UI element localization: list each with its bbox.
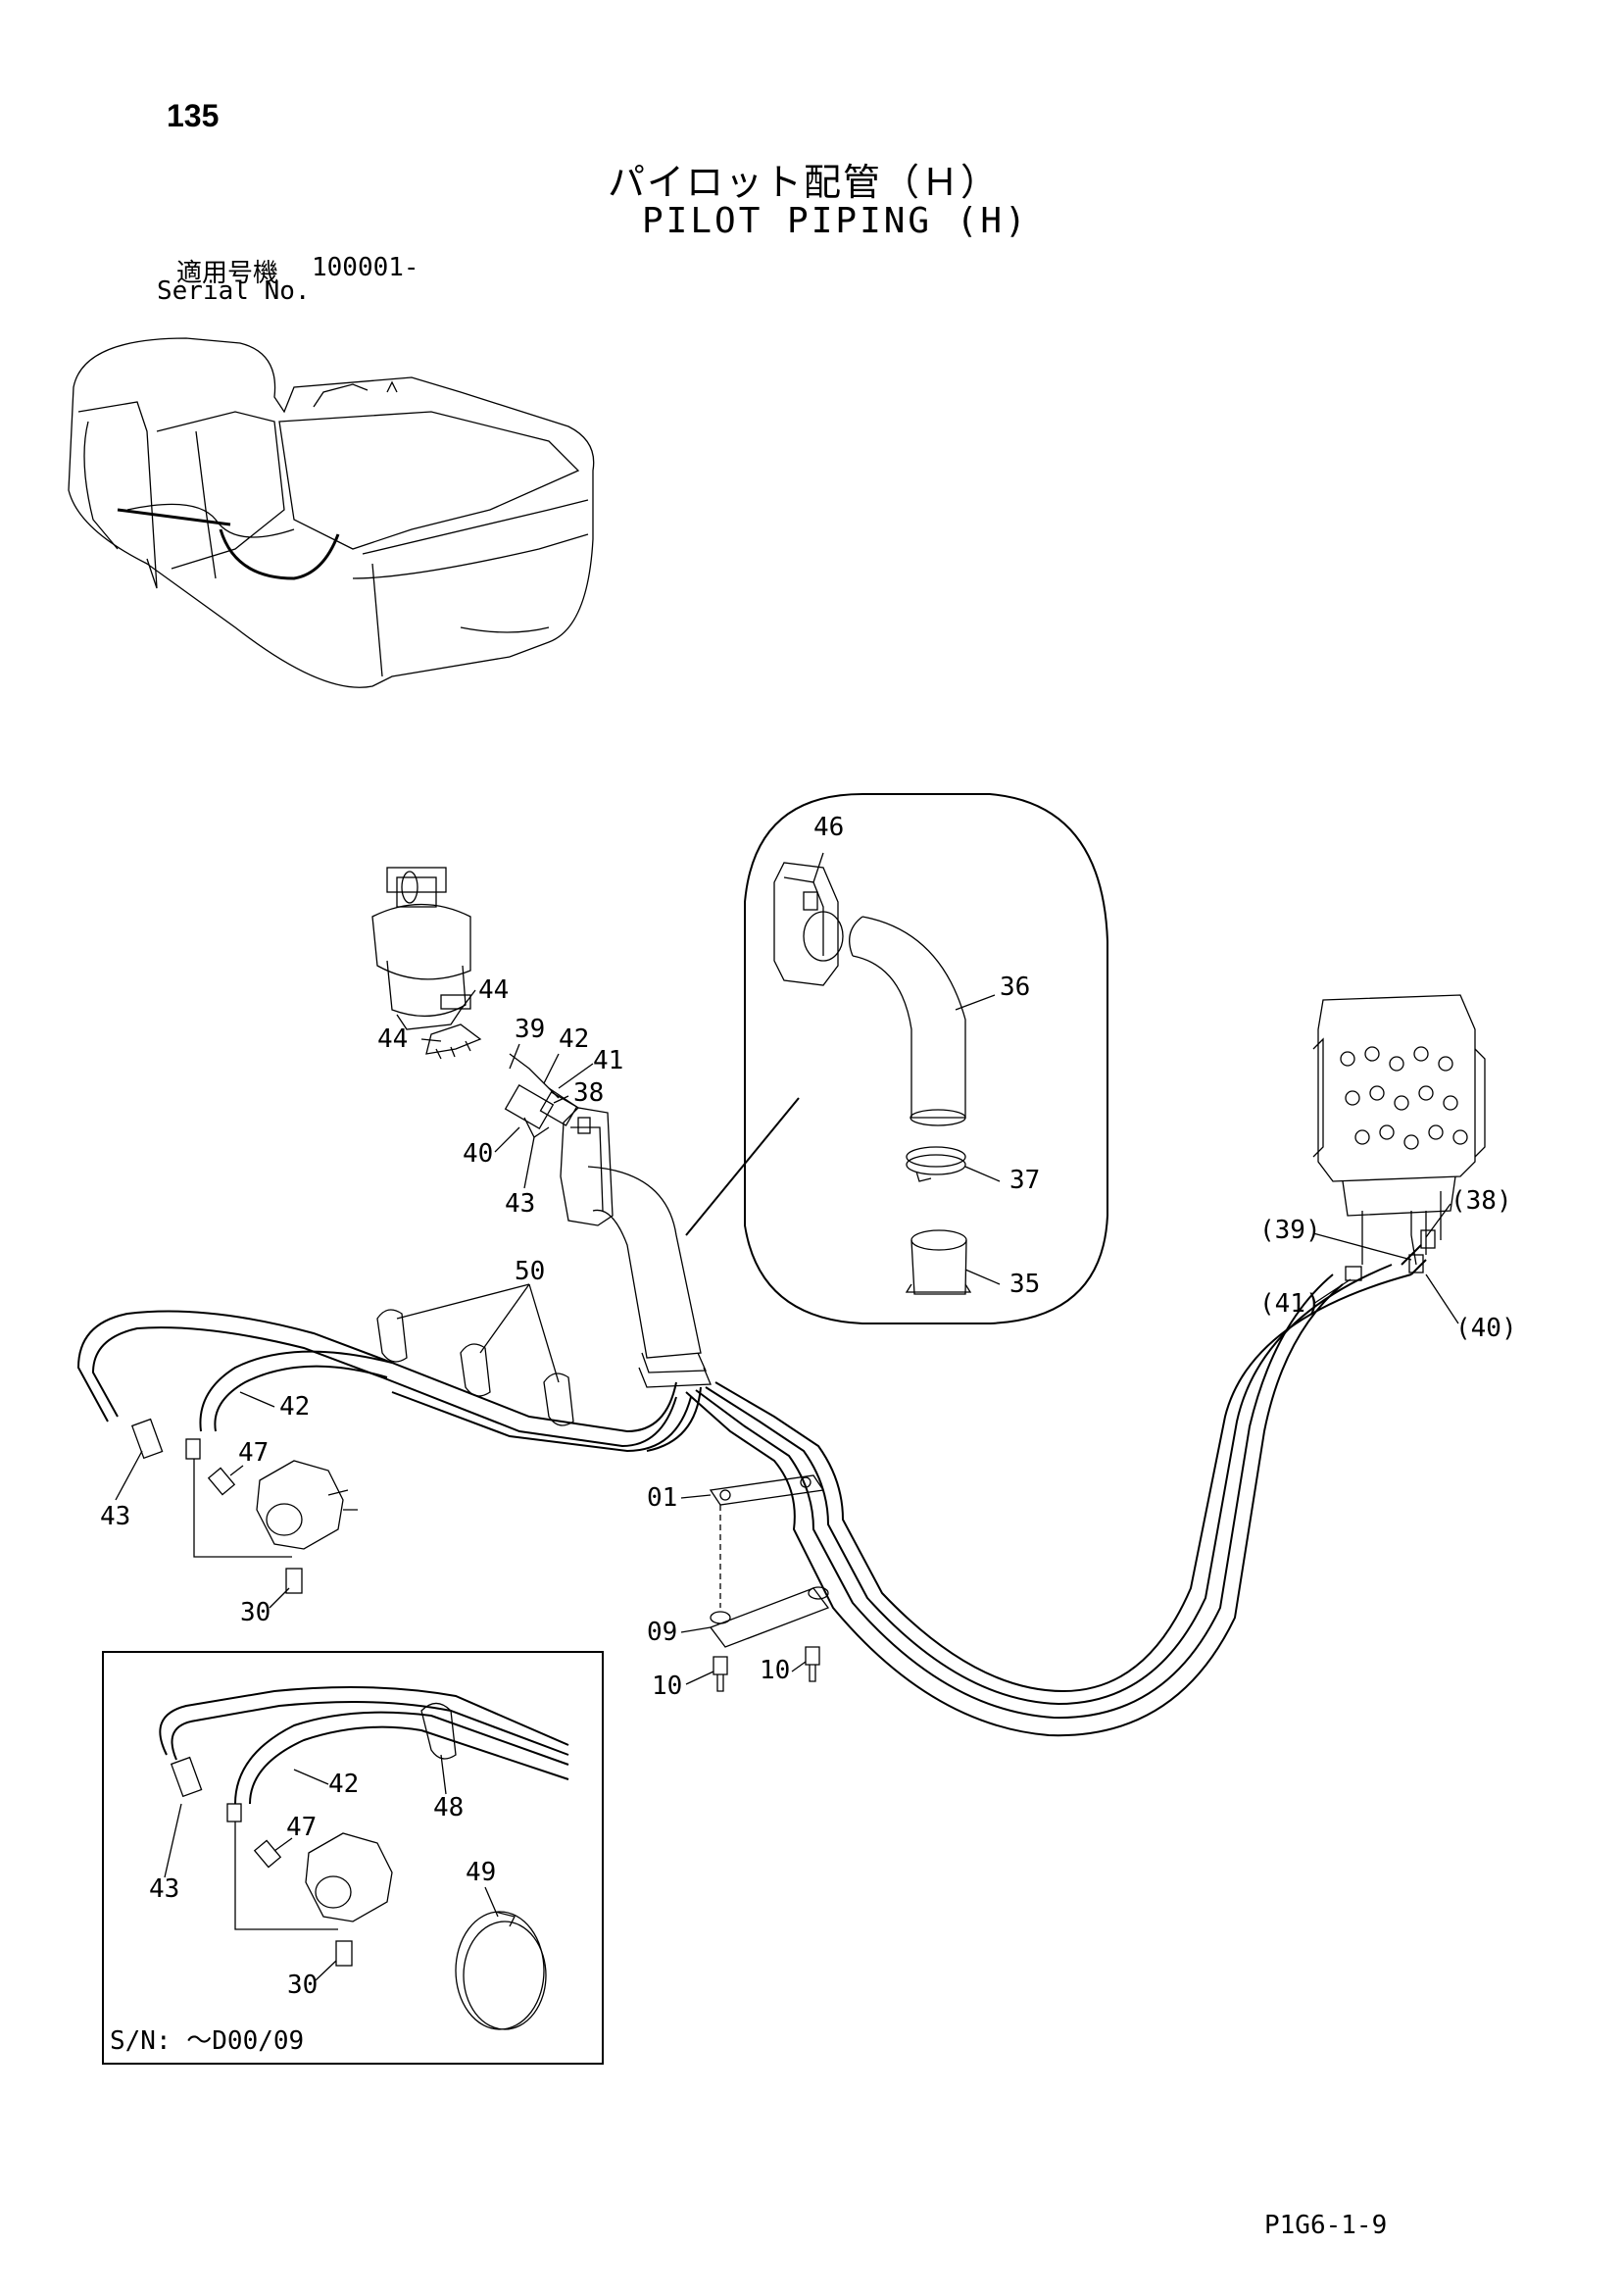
leader-lines (115, 989, 1459, 1981)
callout-46: 46 (813, 813, 844, 842)
inset-callout-49: 49 (466, 1858, 496, 1887)
main-hose-bend (560, 1107, 712, 1388)
callout-01: 01 (647, 1483, 677, 1513)
callout-42-top: 42 (559, 1024, 589, 1054)
drawing-code: P1G6-1-9 (1264, 2211, 1388, 2240)
serial-label-english: Serial No. (157, 276, 311, 306)
callout-44-left: 44 (377, 1024, 408, 1054)
callout-40: 40 (463, 1139, 493, 1169)
inset-serial-range: S/N: ～D00/09 (110, 2026, 304, 2056)
callout-10-right: 10 (760, 1656, 790, 1685)
inset-callout-30: 30 (287, 1971, 318, 2000)
callout-39-paren: (39) (1259, 1216, 1321, 1245)
inset-callout-47: 47 (286, 1813, 317, 1842)
callout-38-paren: (38) (1451, 1186, 1512, 1216)
clamp-50-group (376, 1309, 574, 1426)
title-japanese: パイロット配管（Ｈ） (608, 161, 1001, 204)
serial-label-japanese: 適用号機 (176, 259, 279, 288)
callout-44-right: 44 (478, 975, 509, 1005)
page-number: 135 (167, 98, 220, 133)
callout-47: 47 (238, 1438, 269, 1468)
fitting-group (504, 1053, 579, 1138)
callout-41: 41 (593, 1046, 623, 1075)
callout-labels: 46 36 37 35 44 44 39 42 41 38 40 43 50 4… (100, 813, 1517, 2056)
title-english: PILOT PIPING (H) (642, 201, 1029, 241)
callout-42: 42 (279, 1392, 310, 1422)
callout-43-top: 43 (505, 1189, 535, 1219)
callout-37: 37 (1009, 1166, 1040, 1195)
callout-38: 38 (573, 1078, 604, 1108)
callout-36: 36 (1000, 973, 1030, 1002)
inset-callout-48: 48 (433, 1793, 464, 1822)
callout-40-paren: (40) (1455, 1314, 1517, 1343)
inset-callout-43: 43 (149, 1874, 179, 1904)
callout-09: 09 (647, 1618, 677, 1647)
detail-balloon (685, 793, 1108, 1324)
valve-ports (1340, 1046, 1468, 1150)
callout-41-paren: (41) (1259, 1289, 1321, 1319)
bracket-group (709, 1474, 830, 1692)
inset-callout-42: 42 (328, 1770, 359, 1799)
callout-50: 50 (515, 1257, 545, 1286)
callout-39: 39 (515, 1015, 545, 1044)
serial-value: 100001- (312, 253, 419, 282)
callout-43: 43 (100, 1502, 130, 1531)
inset-box (102, 1651, 604, 2065)
callout-30: 30 (240, 1598, 270, 1627)
left-fittings (130, 1418, 358, 1594)
callout-35: 35 (1009, 1270, 1040, 1299)
excavator-sketch (68, 337, 595, 688)
control-valve (1312, 994, 1486, 1281)
callout-10-left: 10 (652, 1672, 682, 1701)
hose-bundle (76, 1244, 1427, 1737)
